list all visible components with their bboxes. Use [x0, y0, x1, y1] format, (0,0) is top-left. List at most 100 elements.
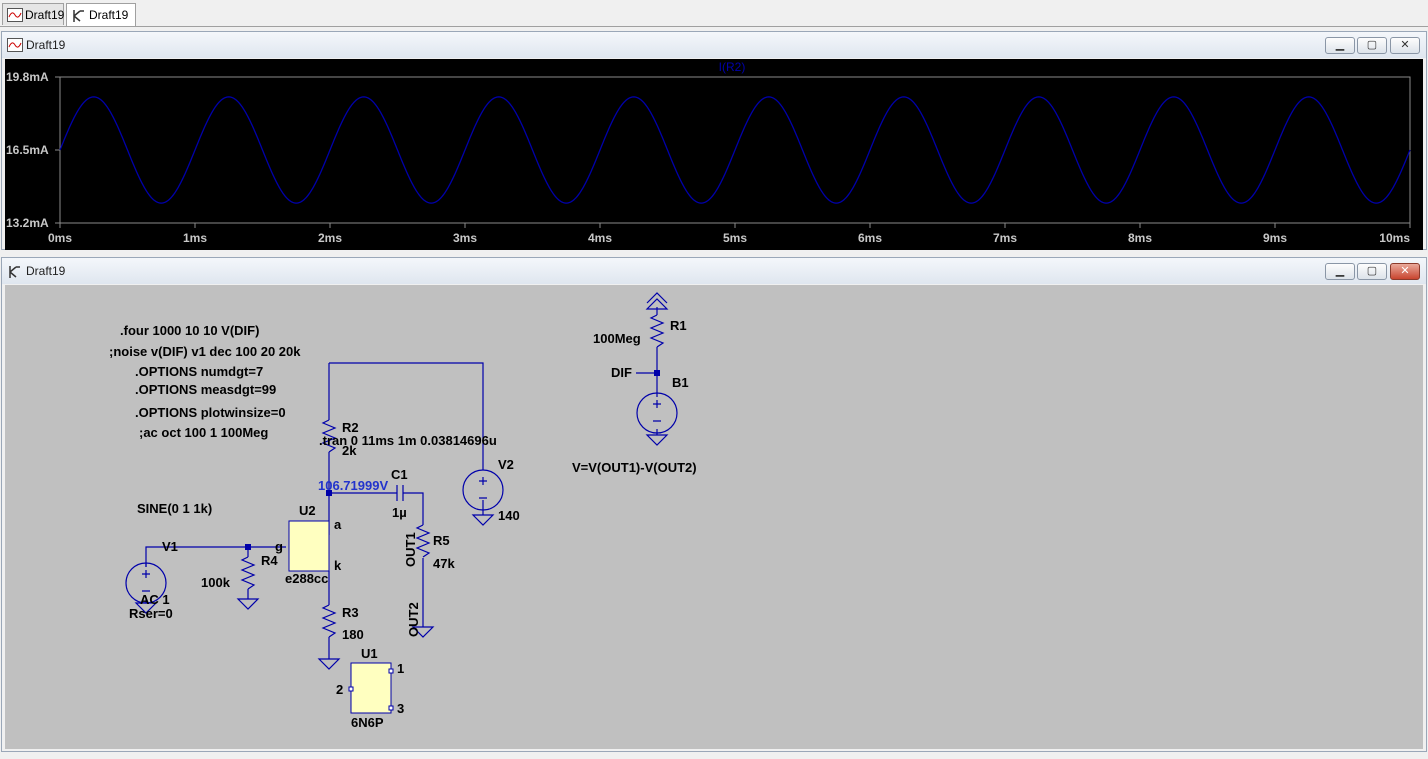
y-tick-label: 16.5mA: [6, 143, 49, 157]
r3-label[interactable]: R3: [342, 605, 359, 620]
schematic-icon: [9, 266, 20, 278]
ground-v2: [471, 510, 495, 526]
waveform-icon: [7, 38, 23, 52]
resistor-r2: [321, 419, 337, 453]
net-label-out2[interactable]: OUT2: [406, 602, 421, 637]
close-button[interactable]: ✕: [1390, 263, 1420, 280]
tab-label: Draft19: [89, 8, 129, 22]
waveform-window-titlebar[interactable]: Draft19 ▁ ▢ ✕: [2, 32, 1426, 58]
maximize-button[interactable]: ▢: [1357, 37, 1387, 54]
ground-r3: [317, 655, 341, 670]
spice-directive[interactable]: .OPTIONS plotwinsize=0: [135, 405, 286, 420]
u1-pin-3: 3: [397, 701, 404, 716]
document-tab-bar: Draft19 Draft19: [0, 0, 1428, 27]
r5-value[interactable]: 47k: [433, 556, 455, 571]
tab-waveform-draft19[interactable]: Draft19: [2, 3, 64, 25]
c1-value[interactable]: 1µ: [392, 505, 407, 520]
spice-directive[interactable]: .OPTIONS measdgt=99: [135, 382, 276, 397]
r2-label[interactable]: R2: [342, 420, 359, 435]
u2-pin-g: g: [275, 539, 283, 554]
schematic-window-titlebar[interactable]: Draft19 ▁ ▢ ✕: [2, 258, 1426, 284]
waveform-icon: [7, 8, 23, 22]
r4-label[interactable]: R4: [261, 553, 278, 568]
v2-value[interactable]: 140: [498, 508, 520, 523]
b1-expression[interactable]: V=V(OUT1)-V(OUT2): [572, 460, 697, 475]
u2-pin-a: a: [334, 517, 342, 532]
node-voltage[interactable]: 106.71999V: [318, 478, 388, 493]
c1-label[interactable]: C1: [391, 467, 408, 482]
v2-label[interactable]: V2: [498, 457, 514, 472]
ground-b1: [645, 433, 669, 446]
x-tick-label: 2ms: [318, 231, 342, 245]
y-tick-label: 19.8mA: [6, 70, 49, 84]
resistor-r3: [321, 604, 337, 638]
voltage-source-v1: [125, 562, 167, 604]
u1-label[interactable]: U1: [361, 646, 378, 661]
trace-label[interactable]: I(R2): [719, 60, 746, 74]
x-tick-label: 10ms: [1379, 231, 1410, 245]
maximize-button[interactable]: ▢: [1357, 263, 1387, 280]
r4-value[interactable]: 100k: [201, 575, 231, 590]
tab-label: Draft19: [25, 8, 65, 22]
x-tick-label: 9ms: [1263, 231, 1287, 245]
b1-label[interactable]: B1: [672, 375, 689, 390]
x-tick-label: 5ms: [723, 231, 747, 245]
schematic-window: Draft19 ▁ ▢ ✕: [1, 257, 1427, 752]
schematic-canvas[interactable]: .four 1000 10 10 V(DIF) ;noise v(DIF) v1…: [5, 285, 1423, 749]
junction-dot: [326, 490, 332, 496]
net-label-dif[interactable]: DIF: [611, 365, 632, 380]
spice-directive[interactable]: ;noise v(DIF) v1 dec 100 20 20k: [109, 344, 301, 359]
spice-directive[interactable]: ;ac oct 100 1 100Meg: [139, 425, 268, 440]
ground-out2: [411, 626, 435, 638]
spice-directive[interactable]: .four 1000 10 10 V(DIF): [120, 323, 259, 338]
window-title: Draft19: [26, 264, 66, 278]
r2-value[interactable]: 2k: [342, 443, 357, 458]
close-button[interactable]: ✕: [1390, 37, 1420, 54]
u1-pin-2: 2: [336, 682, 343, 697]
pin-3: [388, 705, 394, 711]
ground-r4: [236, 597, 260, 610]
u1-model[interactable]: 6N6P: [351, 715, 384, 730]
pin-2: [348, 686, 354, 692]
tube-u2[interactable]: [288, 520, 330, 572]
v1-ac[interactable]: AC 1: [140, 592, 170, 607]
minimize-button[interactable]: ▁: [1325, 37, 1355, 54]
pin-1: [388, 668, 394, 674]
schematic-wires: [145, 307, 658, 655]
u2-pin-k: k: [334, 558, 342, 573]
resistor-r5: [415, 524, 431, 558]
r5-label[interactable]: R5: [433, 533, 450, 548]
junction-dot: [654, 370, 660, 376]
tran-directive[interactable]: .tran 0 11ms 1m 0.03814696u: [319, 433, 497, 448]
r1-value[interactable]: 100Meg: [593, 331, 641, 346]
r3-value[interactable]: 180: [342, 627, 364, 642]
v1-label[interactable]: V1: [162, 539, 178, 554]
trace-i-r2[interactable]: [59, 96, 1411, 204]
x-tick-label: 0ms: [48, 231, 72, 245]
x-tick-label: 3ms: [453, 231, 477, 245]
minimize-button[interactable]: ▁: [1325, 263, 1355, 280]
v1-sine-value[interactable]: SINE(0 1 1k): [137, 501, 212, 516]
tube-u1[interactable]: [350, 662, 392, 714]
power-arrow-r1: [645, 292, 669, 310]
spice-directive[interactable]: .OPTIONS numdgt=7: [135, 364, 263, 379]
u2-model[interactable]: e288cc: [285, 571, 328, 586]
tab-schematic-draft19[interactable]: Draft19: [66, 3, 136, 26]
y-tick-label: 13.2mA: [6, 216, 49, 230]
window-title: Draft19: [26, 38, 66, 52]
net-label-out1[interactable]: OUT1: [403, 532, 418, 567]
resistor-r1: [649, 314, 665, 348]
x-tick-label: 8ms: [1128, 231, 1152, 245]
behavioral-source-b1: [636, 392, 678, 434]
resistor-r4: [240, 556, 256, 590]
capacitor-c1: [396, 485, 404, 501]
x-tick-label: 4ms: [588, 231, 612, 245]
u2-label[interactable]: U2: [299, 503, 316, 518]
v1-rser[interactable]: Rser=0: [129, 606, 173, 621]
r1-label[interactable]: R1: [670, 318, 687, 333]
u1-pin-1: 1: [397, 661, 404, 676]
junction-dot: [245, 544, 251, 550]
